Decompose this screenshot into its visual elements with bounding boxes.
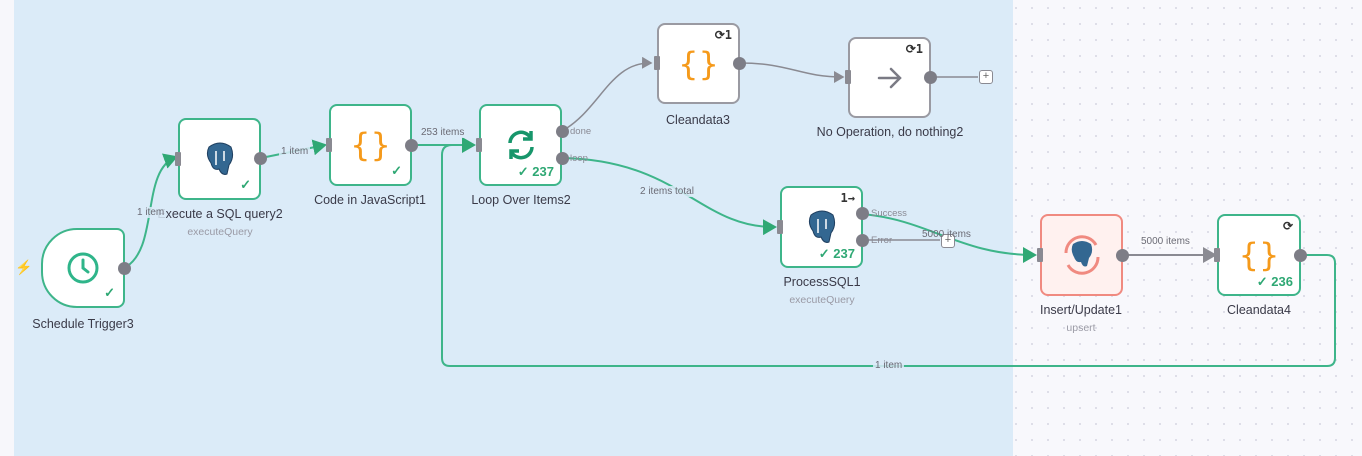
output-port[interactable]	[405, 139, 418, 152]
node-subtitle: executeQuery	[187, 226, 253, 238]
output-label-error: Error	[871, 235, 893, 246]
success-check-icon: ✓	[104, 285, 115, 300]
edge-label: 5000 items	[1139, 236, 1192, 247]
node-insert-update[interactable]	[1040, 214, 1123, 296]
run-count: ✓ 237	[818, 246, 855, 261]
clock-icon	[67, 252, 99, 284]
node-code-js[interactable]: {} ✓	[329, 104, 412, 186]
edge-label: 2 items total	[638, 186, 696, 197]
output-port[interactable]	[924, 71, 937, 84]
code-braces-icon: {}	[1238, 236, 1280, 274]
run-count: ✓ 237	[517, 164, 554, 179]
node-cleandata3[interactable]: ⟳1 {}	[657, 23, 740, 104]
pinned-badge: ⟳1	[905, 42, 923, 56]
input-port[interactable]	[845, 70, 851, 84]
node-subtitle: executeQuery	[789, 294, 855, 306]
code-braces-icon: {}	[678, 44, 719, 83]
pinned-badge: ⟳	[1282, 219, 1293, 233]
success-check-icon: ✓	[240, 177, 251, 192]
canvas-left-edge	[0, 0, 14, 456]
edge-label: 5000 items	[922, 229, 971, 240]
add-node-button[interactable]: +	[941, 234, 955, 248]
node-label: ProcessSQL1	[783, 275, 861, 289]
node-loop-over-items[interactable]: ✓ 237	[479, 104, 562, 186]
node-label: Loop Over Items2	[471, 193, 571, 207]
run-count: ✓ 236	[1256, 274, 1293, 289]
input-port[interactable]	[1214, 248, 1220, 262]
node-label: No Operation, do nothing2	[816, 125, 964, 139]
add-node-button[interactable]: +	[979, 70, 993, 84]
edge-clean4-to-loop[interactable]	[441, 144, 1336, 367]
success-check-icon: ✓	[391, 163, 402, 178]
node-subtitle: upsert	[1066, 322, 1096, 334]
output-label-success: Success	[871, 208, 907, 219]
pinned-badge: 1→	[840, 191, 855, 205]
node-label: Insert/Update1	[1040, 303, 1122, 317]
postgres-icon	[206, 142, 233, 175]
pinned-badge: ⟳1	[714, 28, 732, 42]
postgres-icon	[808, 210, 835, 243]
output-port[interactable]	[254, 152, 267, 165]
output-port[interactable]	[1116, 249, 1129, 262]
input-port[interactable]	[175, 152, 181, 166]
output-port-done[interactable]	[556, 125, 569, 138]
edge-label: 1 item	[279, 146, 311, 157]
arrow-right-icon	[877, 67, 902, 88]
node-process-sql[interactable]: 1→ ✓ 237	[780, 186, 863, 268]
output-port-loop[interactable]	[556, 152, 569, 165]
edge-clean3-to-noop[interactable]	[739, 62, 845, 83]
output-port-error[interactable]	[856, 234, 869, 247]
output-label-done: done	[570, 126, 592, 137]
node-label: Cleandata4	[1227, 303, 1291, 317]
node-cleandata4[interactable]: ⟳ {} ✓ 236	[1217, 214, 1301, 296]
output-port[interactable]	[1294, 249, 1307, 262]
postgres-sync-icon	[1063, 235, 1100, 275]
node-label: Execute a SQL query2	[157, 207, 283, 221]
code-braces-icon: {}	[350, 126, 391, 164]
edge-label: 253 items	[419, 127, 467, 138]
output-port[interactable]	[733, 57, 746, 70]
edge-loop-done-to-clean3[interactable]	[561, 56, 653, 132]
input-port[interactable]	[1037, 248, 1043, 262]
loop-icon	[507, 130, 534, 160]
output-port-success[interactable]	[856, 207, 869, 220]
input-port[interactable]	[777, 220, 783, 234]
trigger-bolt-icon: ⚡	[15, 259, 33, 275]
node-execute-sql[interactable]: ✓	[178, 118, 261, 200]
node-schedule-trigger[interactable]: ✓	[41, 228, 125, 308]
node-label: Cleandata3	[666, 113, 730, 127]
input-port[interactable]	[654, 56, 660, 70]
input-port[interactable]	[476, 138, 482, 152]
input-port[interactable]	[326, 138, 332, 152]
edge-label: 1 item	[873, 360, 905, 371]
node-no-operation[interactable]: ⟳1	[848, 37, 931, 118]
node-label: Code in JavaScript1	[314, 193, 426, 207]
node-label: Schedule Trigger3	[32, 317, 134, 331]
output-label-loop: loop	[570, 153, 588, 164]
output-port[interactable]	[118, 262, 131, 275]
edge-label: 1 item	[135, 207, 167, 218]
